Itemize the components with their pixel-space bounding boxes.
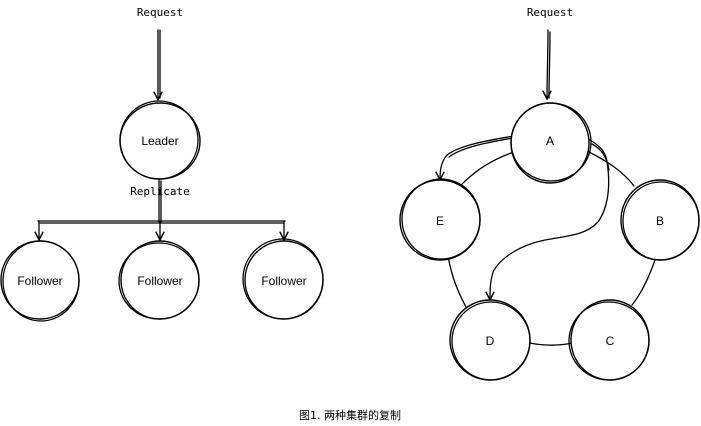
ring-node-d: D xyxy=(449,299,531,381)
ring-label-b: B xyxy=(656,214,664,228)
follower-node-3: Follower xyxy=(242,238,324,320)
right-request-arrow-stroke xyxy=(548,31,551,99)
ring-label-e: E xyxy=(436,214,444,228)
follower-node-1: Follower xyxy=(0,240,80,322)
leader-follower-cluster: Request Leader Replicate Follower Follow… xyxy=(0,6,324,322)
arrow-a-to-d-stroke xyxy=(591,143,610,171)
ring-node-c: C xyxy=(568,299,650,381)
ring-node-b: B xyxy=(620,179,700,261)
replicate-label: Replicate xyxy=(130,185,190,198)
ring-edge-d-e xyxy=(447,255,467,308)
ring-node-e: E xyxy=(399,178,481,261)
ring-label-d: D xyxy=(486,334,495,348)
arrow-a-to-e xyxy=(440,135,515,180)
arrow-a-to-e-stroke xyxy=(448,137,514,158)
follower-label-2: Follower xyxy=(137,274,182,288)
ring-label-c: C xyxy=(606,334,615,348)
follower-node-2: Follower xyxy=(118,240,200,320)
leader-node: Leader xyxy=(119,100,201,180)
ring-cluster: Request A B C xyxy=(399,6,700,381)
ring-edge-c-d xyxy=(529,342,573,346)
follower-label-3: Follower xyxy=(261,274,306,288)
ring-edge-a-b xyxy=(584,149,635,187)
left-request-label: Request xyxy=(137,6,183,19)
right-request-label: Request xyxy=(527,6,573,19)
right-request-arrow xyxy=(547,29,548,99)
figure-caption: 图1. 两种集群的复制 xyxy=(299,408,401,422)
follower-label-1: Follower xyxy=(17,274,62,288)
leader-label: Leader xyxy=(141,134,178,148)
ring-edge-b-c xyxy=(631,259,656,306)
ring-edge-e-a xyxy=(461,151,515,185)
ring-node-a: A xyxy=(510,102,592,184)
ring-label-a: A xyxy=(546,134,554,148)
